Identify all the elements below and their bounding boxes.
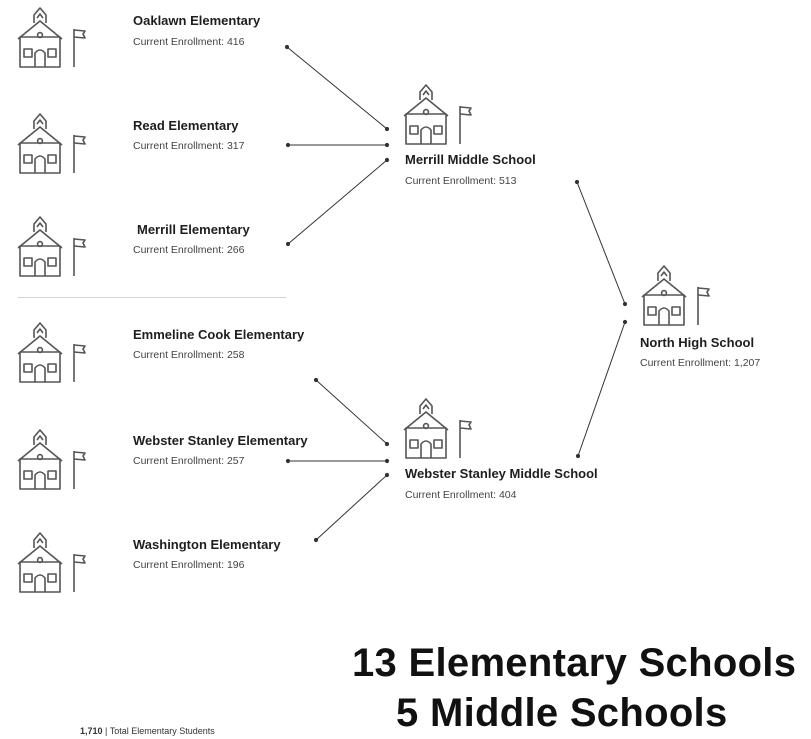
total-value: 1,710 <box>80 726 103 736</box>
school-enrollment: Current Enrollment: 513 <box>405 175 517 187</box>
school-enrollment: Current Enrollment: 257 <box>133 455 245 467</box>
schoolhouse-icon <box>12 111 92 175</box>
school-name: Webster Stanley Elementary <box>133 433 308 448</box>
total-elementary-line: 1,710 | Total Elementary Students <box>80 726 215 736</box>
school-enrollment: Current Enrollment: 1,207 <box>640 357 761 369</box>
school-enrollment: Current Enrollment: 258 <box>133 349 245 361</box>
school-enrollment: Current Enrollment: 416 <box>133 36 245 48</box>
total-label: Total Elementary Students <box>109 726 215 736</box>
schoolhouse-icon <box>12 320 92 384</box>
total-separator: | <box>105 726 108 736</box>
connector-washington-webster-middle <box>315 474 388 541</box>
school-name: Merrill Elementary <box>137 222 250 237</box>
school-enrollment: Current Enrollment: 317 <box>133 140 245 152</box>
school-name: Read Elementary <box>133 118 239 133</box>
school-enrollment: Current Enrollment: 404 <box>405 489 517 501</box>
schoolhouse-icon <box>398 82 478 146</box>
schoolhouse-icon <box>12 530 92 594</box>
schoolhouse-icon <box>12 5 92 69</box>
divider <box>18 297 286 298</box>
school-name: North High School <box>640 335 755 350</box>
school-enrollment: Current Enrollment: 196 <box>133 559 245 571</box>
middle-count-heading: 5 Middle Schools <box>396 691 728 735</box>
school-name: Emmeline Cook Elementary <box>133 327 305 342</box>
connector-oaklawn-merrill-middle <box>286 46 388 130</box>
connector-cook-webster-middle <box>315 379 388 445</box>
elementary-count-heading: 13 Elementary Schools <box>352 641 797 685</box>
schoolhouse-icon <box>12 427 92 491</box>
school-name: Washington Elementary <box>133 537 281 552</box>
connector-merrill-elem-merrill-middle <box>287 159 388 245</box>
schoolhouse-icon <box>398 396 478 460</box>
school-name: Webster Stanley Middle School <box>405 466 598 481</box>
connector-webster-middle-high <box>577 321 626 457</box>
schoolhouse-icon <box>12 214 92 278</box>
school-enrollment: Current Enrollment: 266 <box>133 244 245 256</box>
school-name: Oaklawn Elementary <box>133 13 261 28</box>
connector-merrill-middle-high <box>576 181 626 305</box>
schoolhouse-icon <box>636 263 716 327</box>
school-name: Merrill Middle School <box>405 152 536 167</box>
